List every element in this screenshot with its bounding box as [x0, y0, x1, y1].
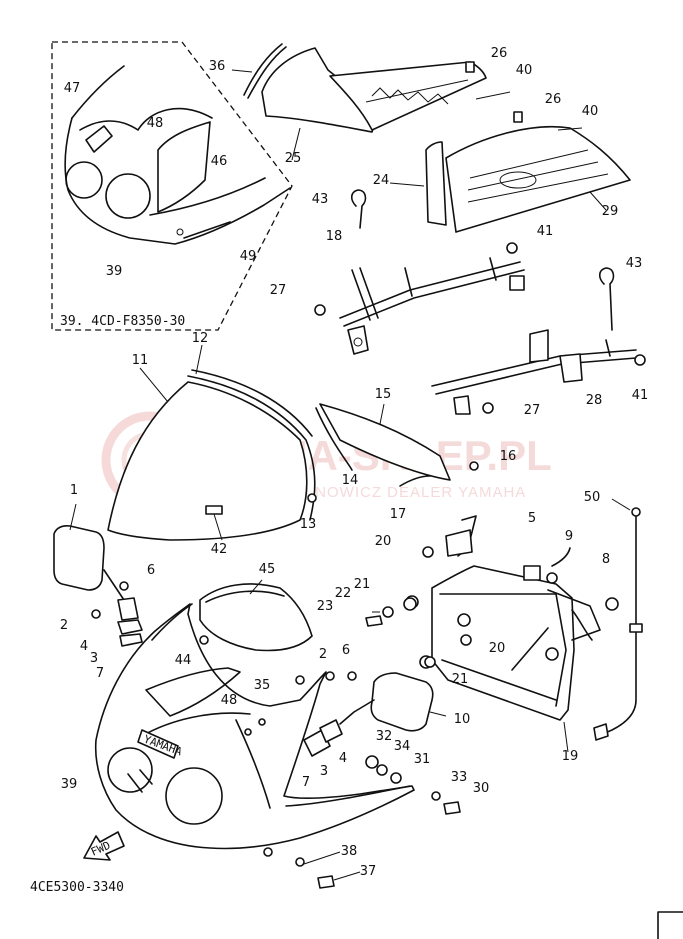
fasteners-upper: [465, 61, 583, 131]
callout-c49: 49: [240, 249, 257, 264]
callout-c32: 32: [376, 729, 393, 744]
callout-c11: 11: [132, 353, 149, 368]
inset-part-label: 39. 4CD-F8350-30: [60, 314, 185, 329]
callout-c27b: 27: [524, 403, 541, 418]
callout-c8: 8: [602, 552, 610, 567]
callout-c10: 10: [454, 712, 471, 727]
callout-c35: 35: [254, 678, 271, 693]
inset-variant-39: 39. 4CD-F8350-30: [51, 41, 293, 331]
meter-panel-45: [199, 579, 313, 652]
callout-c6b: 6: [342, 643, 350, 658]
callout-c16: 16: [500, 449, 517, 464]
callout-c23: 23: [317, 599, 334, 614]
callout-c29: 29: [602, 204, 619, 219]
callout-c39b: 39: [61, 777, 78, 792]
callout-c36: 36: [209, 59, 226, 74]
callout-c48b: 48: [221, 693, 238, 708]
callout-c27a: 27: [270, 283, 287, 298]
callout-c28: 28: [586, 393, 603, 408]
callout-c45: 45: [259, 562, 276, 577]
corner-mark: [657, 911, 683, 939]
callout-c41b: 41: [632, 388, 649, 403]
callout-c4a: 4: [80, 639, 88, 654]
callout-c40b: 40: [582, 104, 599, 119]
callout-c33: 33: [451, 770, 468, 785]
callout-c46: 46: [211, 154, 228, 169]
callout-c38: 38: [341, 844, 358, 859]
callout-c50: 50: [584, 490, 601, 505]
callout-c7b: 7: [302, 775, 310, 790]
callout-c42: 42: [211, 542, 228, 557]
mirror-left: [53, 503, 143, 647]
fwd-arrow-icon: FWD: [83, 831, 125, 861]
callout-c37: 37: [360, 864, 377, 879]
fasteners-center: [365, 546, 472, 815]
callout-c18: 18: [326, 229, 343, 244]
callout-c20a: 20: [375, 534, 392, 549]
callout-c12: 12: [192, 331, 209, 346]
callout-c24: 24: [373, 173, 390, 188]
callout-c40a: 40: [516, 63, 533, 78]
callout-c31: 31: [414, 752, 431, 767]
callout-c34: 34: [394, 739, 411, 754]
callout-c41a: 41: [537, 224, 554, 239]
headlight-stay-19: [405, 515, 619, 753]
callout-c25: 25: [285, 151, 302, 166]
callout-c3a: 3: [90, 651, 98, 666]
callout-c13: 13: [300, 517, 317, 532]
inner-panel-upper: [329, 61, 487, 131]
callout-c30: 30: [473, 781, 490, 796]
callout-c48a: 48: [147, 116, 164, 131]
callout-c26b: 26: [545, 92, 562, 107]
callout-c22: 22: [335, 586, 352, 601]
callout-c47: 47: [64, 81, 81, 96]
callout-c26a: 26: [491, 46, 508, 61]
cowling-39: YAMAHA: [94, 603, 415, 857]
fasteners-bottom: [295, 851, 361, 889]
callout-c43a: 43: [312, 192, 329, 207]
callout-c21b: 21: [452, 672, 469, 687]
cable-50: [593, 498, 643, 741]
seal-15: [315, 403, 479, 487]
callout-c17: 17: [390, 507, 407, 522]
windscreen-11: [107, 344, 317, 541]
mirror-right: [303, 671, 447, 757]
callout-c44: 44: [175, 653, 192, 668]
callout-c9: 9: [565, 529, 573, 544]
callout-c7a: 7: [96, 666, 104, 681]
callout-c39a: 39: [106, 264, 123, 279]
callout-c43b: 43: [626, 256, 643, 271]
callout-c14: 14: [342, 473, 359, 488]
stay-bracket-18: [314, 189, 525, 355]
callout-c6a: 6: [147, 563, 155, 578]
callout-c2b: 2: [319, 647, 327, 662]
inner-panel-24: [389, 125, 631, 233]
callout-c19: 19: [562, 749, 579, 764]
callout-c5: 5: [528, 511, 536, 526]
callout-c1: 1: [70, 483, 78, 498]
callout-c20b: 20: [489, 641, 506, 656]
callout-c4b: 4: [339, 751, 347, 766]
catalog-code: 4CE5300-3340: [30, 880, 124, 895]
callout-c15: 15: [375, 387, 392, 402]
bracket-28: [431, 267, 646, 415]
callout-c21a: 21: [354, 577, 371, 592]
callout-c3b: 3: [320, 764, 328, 779]
callout-c2a: 2: [60, 618, 68, 633]
